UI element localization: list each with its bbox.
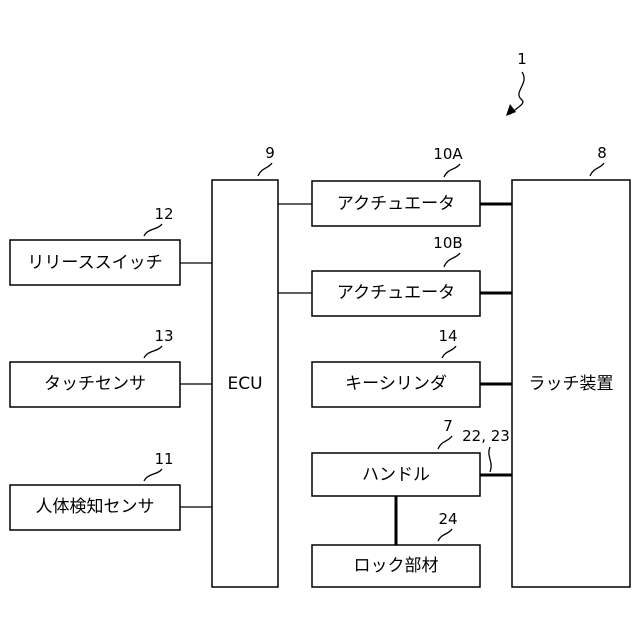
latch-device-leader [590, 163, 604, 176]
human-sensor-block: 人体検知センサ [10, 485, 180, 530]
lock-member-label: ロック部材 [354, 556, 439, 576]
ecu-label: ECU [227, 374, 262, 394]
key-cylinder-label: キーシリンダ [345, 374, 447, 394]
handle-label: ハンドル [362, 465, 430, 485]
human-sensor-ref: 11 [154, 450, 173, 468]
lock-member-ref: 24 [438, 510, 457, 528]
release-switch-block: リリーススイッチ [10, 240, 180, 285]
lock-member-leader [438, 529, 452, 541]
handle-link-leader [489, 447, 491, 472]
handle-leader [438, 436, 452, 449]
actuator-b-block: アクチュエータ [312, 271, 480, 316]
lock-member-block: ロック部材 [312, 545, 480, 587]
release-switch-leader [144, 224, 162, 236]
key-cylinder-leader [442, 346, 456, 358]
actuator-b-leader [444, 253, 460, 267]
latch-device-ref: 8 [597, 144, 607, 162]
actuator-a-ref: 10A [433, 145, 463, 163]
latch-device-block: ラッチ装置 [512, 180, 630, 587]
touch-sensor-ref: 13 [154, 327, 173, 345]
ecu-ref: 9 [265, 144, 275, 162]
ecu-block: ECU [212, 180, 278, 587]
release-switch-label: リリーススイッチ [27, 253, 162, 273]
actuator-a-block: アクチュエータ [312, 181, 480, 226]
actuator-a-leader [444, 164, 460, 177]
handle-block: ハンドル [312, 453, 480, 496]
touch-sensor-block: タッチセンサ [10, 362, 180, 407]
touch-sensor-label: タッチセンサ [44, 374, 146, 394]
handle-link-ref: 22, 23 [462, 427, 510, 445]
system-ref-arrowhead [506, 104, 516, 116]
human-sensor-label: 人体検知センサ [36, 497, 155, 517]
ecu-leader [258, 163, 272, 176]
key-cylinder-block: キーシリンダ [312, 362, 480, 407]
touch-sensor-leader [144, 346, 162, 358]
key-cylinder-ref: 14 [438, 327, 457, 345]
latch-device-label: ラッチ装置 [529, 374, 614, 394]
human-sensor-leader [144, 469, 162, 481]
actuator-b-label: アクチュエータ [337, 283, 455, 303]
handle-ref: 7 [443, 417, 453, 435]
actuator-b-ref: 10B [433, 234, 462, 252]
release-switch-ref: 12 [154, 205, 173, 223]
system-ref-label: 1 [517, 50, 527, 68]
actuator-a-label: アクチュエータ [337, 194, 455, 214]
